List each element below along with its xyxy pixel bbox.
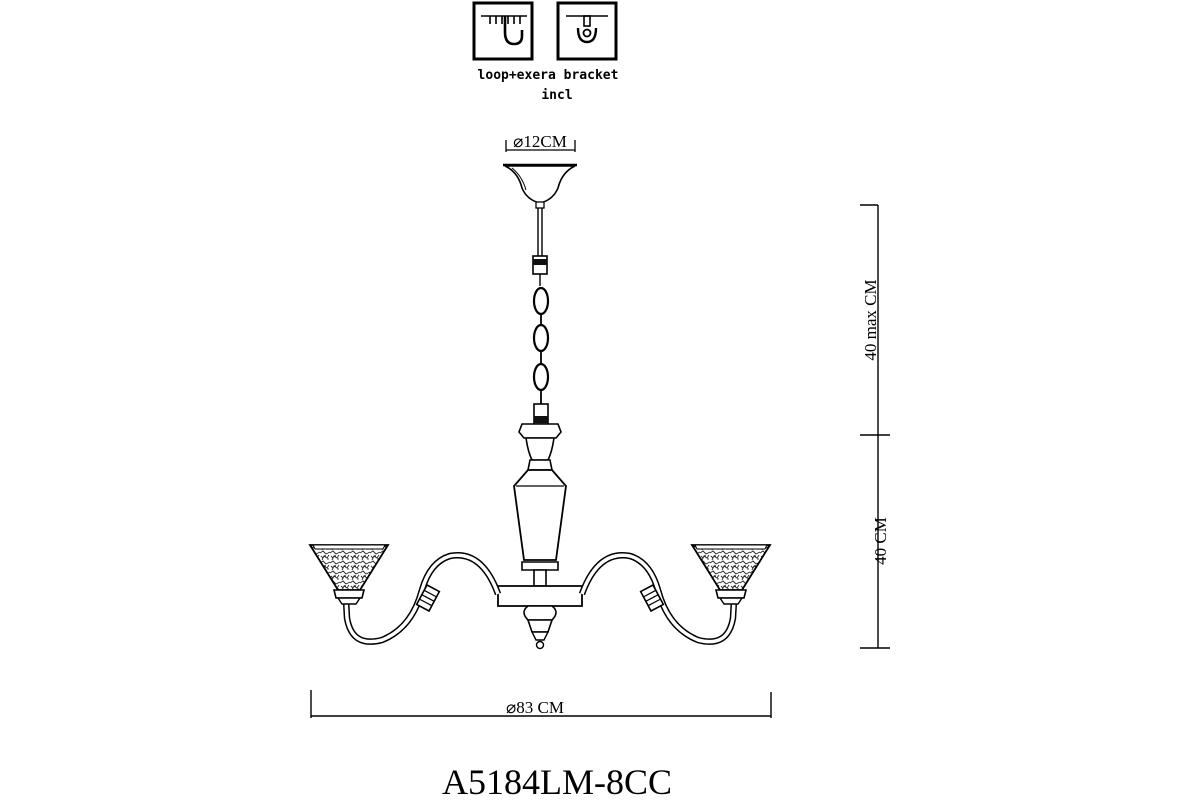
mount-caption-line1: loop+exera bracket [478, 68, 619, 83]
mount-caption-line2: incl [541, 88, 572, 103]
central-column [497, 423, 583, 650]
height-dimension: 40 max CM 40 CM [860, 204, 890, 649]
height-body-label: 40 CM [871, 517, 890, 565]
model-number: A5184LM-8CC [442, 762, 672, 800]
left-arm [342, 552, 502, 645]
canopy-dimension: ⌀12CM [505, 132, 576, 152]
canopy [503, 163, 577, 209]
suspension-rod [532, 208, 548, 275]
width-dimension: ⌀83 CM [310, 690, 772, 718]
width-diameter-label: ⌀83 CM [506, 698, 564, 717]
right-arm [578, 552, 738, 645]
chain [532, 274, 550, 425]
right-shade [690, 544, 772, 605]
canopy-diameter-label: ⌀12CM [513, 132, 567, 151]
hook-mount-icon [472, 1, 534, 61]
loop-bracket-icon [556, 1, 618, 61]
height-max-label: 40 max CM [861, 279, 880, 360]
left-shade [308, 544, 390, 605]
